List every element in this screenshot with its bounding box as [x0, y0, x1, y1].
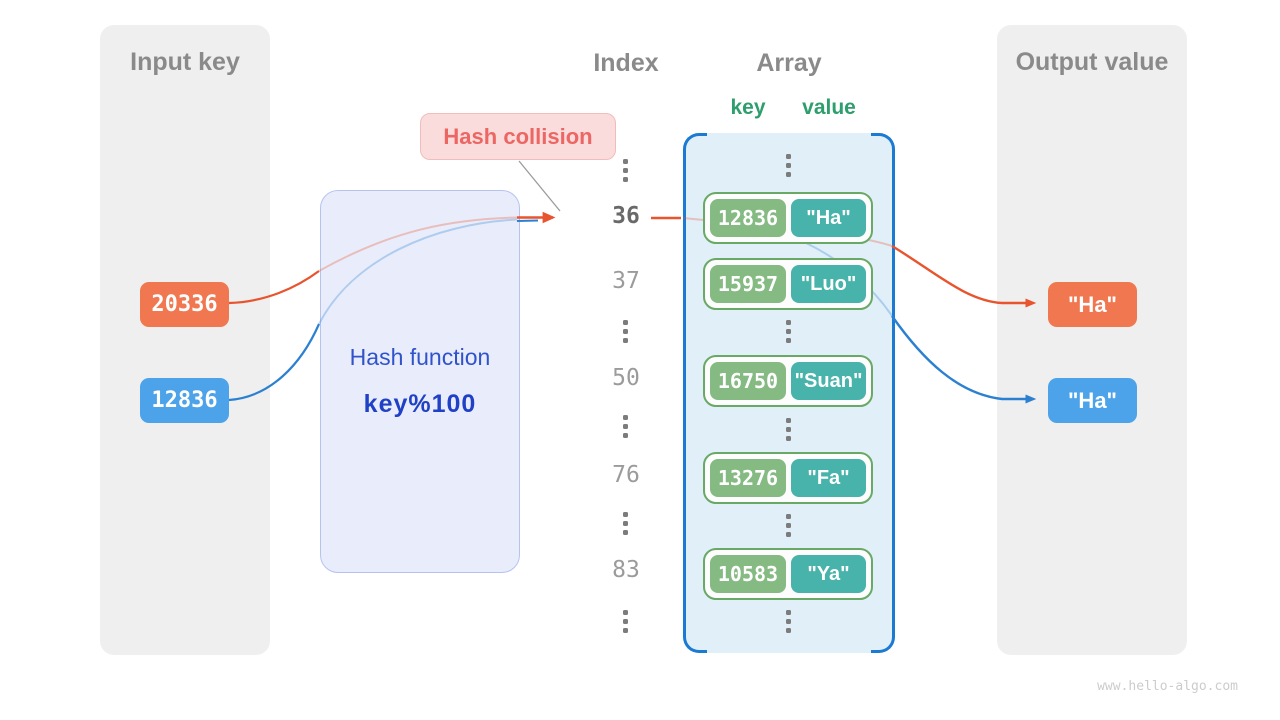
array-value-label: value — [802, 96, 856, 119]
index-36: 36 — [612, 203, 640, 229]
output-panel-title: Output value — [1015, 48, 1169, 76]
pair-value: "Ha" — [791, 199, 866, 237]
hash-function-formula: key%100 — [363, 390, 477, 418]
array-ellipsis — [786, 418, 791, 441]
array-ellipsis — [786, 320, 791, 343]
input-panel-title: Input key — [130, 48, 240, 76]
array-key-label: key — [730, 96, 766, 119]
index-76: 76 — [612, 462, 640, 488]
input-key-20336: 20336 — [140, 282, 229, 327]
pair-value: "Fa" — [791, 459, 866, 497]
index-50: 50 — [612, 365, 640, 391]
array-ellipsis — [786, 610, 791, 633]
pair-key: 10583 — [710, 555, 786, 593]
index-37: 37 — [612, 268, 640, 294]
hash-collision-callout: Hash collision — [420, 113, 616, 160]
site-watermark: www.hello-algo.com — [1097, 679, 1238, 694]
input-key-12836: 12836 — [140, 378, 229, 423]
index-ellipsis — [623, 610, 628, 633]
array-left-bracket — [683, 133, 707, 653]
pair-value: "Suan" — [791, 362, 866, 400]
index-ellipsis — [623, 512, 628, 535]
pair-key: 16750 — [710, 362, 786, 400]
pair-key: 15937 — [710, 265, 786, 303]
index-column-title: Index — [593, 49, 659, 77]
array-pair-13276-fa: 13276 "Fa" — [703, 452, 873, 504]
pair-key: 12836 — [710, 199, 786, 237]
array-pair-10583-ya: 10583 "Ya" — [703, 548, 873, 600]
array-pair-16750-suan: 16750 "Suan" — [703, 355, 873, 407]
curve-blue-stub — [516, 219, 539, 222]
pair-value: "Ya" — [791, 555, 866, 593]
hash-function-box — [320, 190, 520, 573]
index-83: 83 — [612, 557, 640, 583]
array-pair-15937-luo: 15937 "Luo" — [703, 258, 873, 310]
pair-key: 13276 — [710, 459, 786, 497]
array-ellipsis — [786, 514, 791, 537]
index-ellipsis — [623, 415, 628, 438]
output-value-panel — [997, 25, 1187, 655]
output-value-ha-blue: "Ha" — [1048, 378, 1137, 423]
array-ellipsis — [786, 154, 791, 177]
input-key-panel — [100, 25, 270, 655]
collision-pointer-line — [518, 160, 561, 212]
array-pair-12836-ha: 12836 "Ha" — [703, 192, 873, 244]
pair-value: "Luo" — [791, 265, 866, 303]
array-column-title: Array — [756, 49, 822, 77]
hash-function-title: Hash function — [349, 344, 491, 370]
index-ellipsis — [623, 159, 628, 182]
index-ellipsis — [623, 320, 628, 343]
output-value-ha-orange: "Ha" — [1048, 282, 1137, 327]
array-right-bracket — [871, 133, 895, 653]
